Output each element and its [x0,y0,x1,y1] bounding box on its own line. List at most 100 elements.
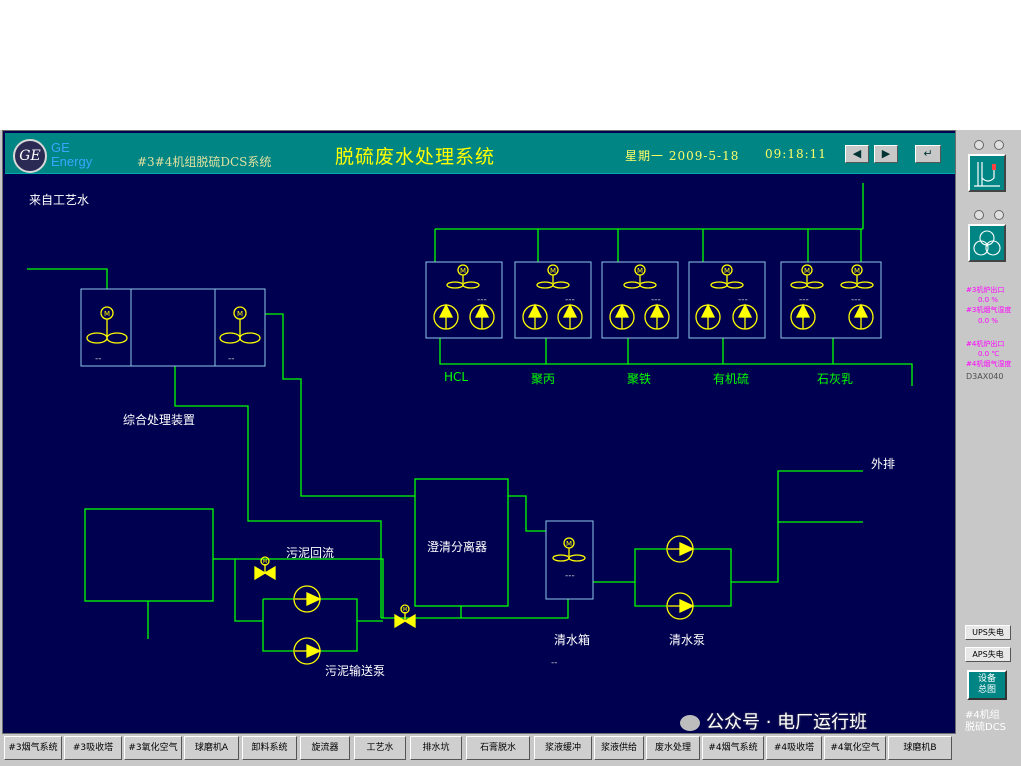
tab-cyclone[interactable]: 旋流器 [300,736,350,760]
tab-ball-mill-b[interactable]: 球磨机B [888,736,952,760]
metering-pump-lime-b[interactable] [848,303,874,330]
clean-pump-a[interactable] [666,535,695,563]
metering-pump-lime-a[interactable] [790,303,816,330]
agitator-organo[interactable] [710,264,744,289]
status-dash: --- [851,295,861,305]
integrated-unit[interactable] [80,288,266,367]
overview-label-1: 设备 [977,674,996,684]
tab-gypsum-dewatering[interactable]: 石膏脱水 [466,736,530,760]
metering-pump-pam-a[interactable] [522,303,548,330]
status-dash: --- [738,295,748,305]
wechat-icon [680,715,700,731]
sludge-pump-b[interactable] [293,637,322,665]
indicator-lamp [974,210,984,220]
metering-pump-ferric-a[interactable] [609,303,635,330]
agitator-hcl[interactable] [446,264,480,289]
readout-value: 0.0 % [978,317,999,325]
tab-4-oxidation-air[interactable]: #4氧化空气 [824,736,886,760]
return-arrow-icon: ↵ [923,147,933,160]
arrow-right-icon: ▶ [881,147,891,160]
dcs-screen: M M M M M M M M M M M -- -- --- --- --- … [0,130,1021,766]
tab-slurry-supply[interactable]: 浆液供给 [594,736,644,760]
bottom-nav-tabs: #3烟气系统 #3吸收塔 #3氧化空气 球磨机A 卸料系统 旋流器 工艺水 排水… [2,736,954,760]
label-integrated-unit: 综合处理装置 [123,413,196,427]
status-dash: -- [551,658,558,668]
clarifier-vessel[interactable] [414,478,509,607]
pipe-inlet [27,268,108,289]
tab-3-oxidation-air[interactable]: #3氧化空气 [124,736,182,760]
tab-slurry-buffer[interactable]: 浆液缓冲 [534,736,592,760]
motor-label: M [566,540,572,548]
valve-sludge-return[interactable] [254,556,276,581]
tab-wastewater[interactable]: 废水处理 [646,736,700,760]
tab-process-water[interactable]: 工艺水 [354,736,406,760]
label-dosing-hcl: HCL [444,370,469,384]
pipe-unit-to-clarifier [265,313,415,497]
metering-pump-organo-a[interactable] [695,303,721,330]
pipe-clarifier-to-tank [508,495,546,532]
agitator-unit-2[interactable] [219,306,261,344]
clean-pump-b[interactable] [666,592,695,620]
dosing-skid-lime[interactable] [780,261,882,339]
equipment-overview-button[interactable]: 设备 总图 [967,670,1007,700]
tab-3-flue-gas[interactable]: #3烟气系统 [4,736,62,760]
label-dosing-lime: 石灰乳 [817,372,854,386]
tab-unloading[interactable]: 卸料系统 [242,736,297,760]
tab-drain-pit[interactable]: 排水坑 [410,736,462,760]
sludge-pump-a[interactable] [293,585,322,613]
ups-fault-indicator[interactable]: UPS失电 [965,625,1011,640]
dosing-skid-organo[interactable] [688,261,766,339]
brand-name: GE [51,140,70,155]
metering-pump-ferric-b[interactable] [644,303,670,330]
dosing-skid-hcl[interactable] [425,261,503,339]
sludge-tank[interactable] [84,508,214,602]
dosing-skid-pam[interactable] [514,261,592,339]
tab-4-flue-gas[interactable]: #4烟气系统 [702,736,764,760]
prev-page-button[interactable]: ◀ [845,145,869,163]
metering-pump-hcl-a[interactable] [433,303,459,330]
pipe-sludge-return [235,558,384,618]
process-display: M M M M M M M M M M M -- -- --- --- --- … [2,130,956,734]
chimney-icon [974,162,1000,187]
metering-pump-pam-b[interactable] [557,303,583,330]
flue-gas-nav-button[interactable] [968,154,1006,192]
agitator-lime-1[interactable] [790,264,824,289]
agitator-unit-1[interactable] [86,306,128,344]
tab-3-absorber[interactable]: #3吸收塔 [64,736,122,760]
tab-ball-mill-a[interactable]: 球磨机A [184,736,239,760]
motor-label: M [460,267,466,275]
return-button[interactable]: ↵ [915,145,941,163]
label-sludge-pump: 污泥输送泵 [325,664,386,678]
watermark: 公众号 · 电厂运行班 [680,708,867,734]
motor-symbols: M M M M M M M M M M M [104,267,860,613]
dosing-skids [425,261,882,339]
status-dash: --- [651,295,661,305]
unit-label: #3#4机组脱硫DCS系统 [137,155,272,169]
label-clean-pump: 清水泵 [669,633,706,647]
clean-water-tank[interactable] [545,520,594,600]
agitator-clean-tank[interactable] [552,537,586,562]
label-dosing-pam: 聚丙 [531,372,556,386]
readout-label: #3机烟气湿度 [966,306,1012,314]
agitator-pam[interactable] [536,264,570,289]
next-page-button[interactable]: ▶ [874,145,898,163]
valve-sludge-outlet[interactable] [394,604,416,629]
transformer-icon [973,230,1001,256]
overview-label-2: 总图 [977,685,996,695]
electrical-nav-button[interactable] [968,224,1006,262]
agitators [86,264,874,562]
pipe-sludge-pump-loop [262,598,358,652]
metering-pumps [433,303,874,330]
brand-division: Energy [51,154,93,169]
readout-label: #4机烟气湿度 [966,360,1012,368]
motor-label: M [104,310,110,318]
dosing-skid-ferric[interactable] [601,261,679,339]
tab-4-absorber[interactable]: #4吸收塔 [766,736,822,760]
metering-pump-hcl-b[interactable] [469,303,495,330]
agitator-ferric[interactable] [623,264,657,289]
agitator-lime-2[interactable] [840,264,874,289]
label-clarifier: 澄清分离器 [427,540,488,554]
metering-pump-organo-b[interactable] [732,303,758,330]
pipe-mixer-line [381,599,569,619]
aps-fault-indicator[interactable]: APS失电 [965,647,1011,662]
